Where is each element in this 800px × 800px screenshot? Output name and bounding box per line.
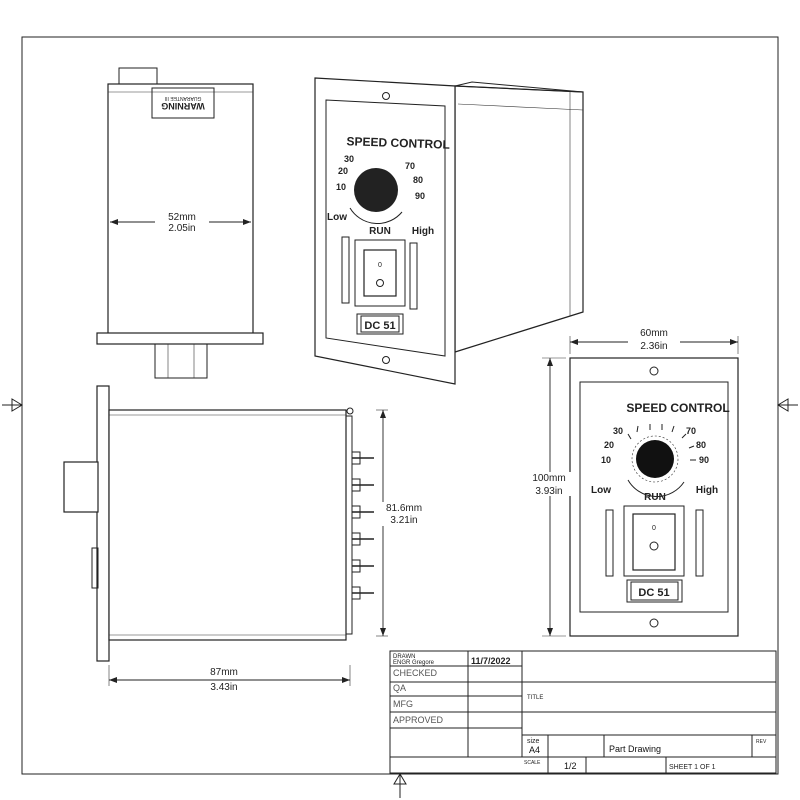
- warning-label: WARNING: [161, 101, 205, 111]
- tb-checked-label: CHECKED: [393, 668, 438, 678]
- iso-model-label: DC 51: [364, 320, 395, 332]
- iso-scale-30: 30: [344, 154, 354, 164]
- title-block: DRAWN ENGR Gregore 11/7/2022 CHECKED QA …: [389, 650, 777, 774]
- front-scale-70: 70: [686, 426, 696, 436]
- tb-part-name: Part Drawing: [609, 744, 661, 754]
- front-scale-10: 10: [601, 455, 611, 465]
- front-width-mm: 60mm: [640, 328, 668, 339]
- tb-drawn-label: DRAWN: [393, 654, 415, 660]
- tb-size-value: A4: [529, 745, 540, 755]
- left-center-marker: [2, 398, 23, 412]
- tb-sheet: SHEET 1 OF 1: [669, 764, 716, 771]
- front-dial-ticks: [627, 424, 696, 461]
- bottom-depth-in: 3.43in: [210, 682, 237, 693]
- tb-scale-value: 1/2: [564, 761, 577, 771]
- front-run-label: RUN: [644, 492, 666, 503]
- bottom-depth-mm: 87mm: [210, 667, 238, 678]
- iso-switch: [363, 249, 397, 297]
- front-height-in: 3.93in: [535, 486, 562, 497]
- side-width-in: 2.05in: [168, 223, 195, 234]
- tb-mfg-label: MFG: [393, 699, 413, 709]
- side-width-mm: 52mm: [168, 212, 196, 223]
- front-width-in: 2.36in: [640, 341, 667, 352]
- tb-date: 11/7/2022: [471, 656, 511, 666]
- terminal-pins: [351, 451, 374, 600]
- iso-low-label: Low: [327, 212, 347, 223]
- right-center-marker: [777, 398, 798, 412]
- tb-drawn-by: ENGR Gregore: [393, 660, 435, 666]
- front-scale-80: 80: [696, 440, 706, 450]
- iso-high-label: High: [412, 226, 434, 237]
- front-scale-30: 30: [613, 426, 623, 436]
- tb-rev-label: REV: [756, 739, 767, 745]
- iso-knob: [354, 168, 398, 212]
- tb-title-label: TITLE: [527, 695, 543, 701]
- warning-sticker: [151, 87, 215, 119]
- iso-scale-20: 20: [338, 166, 348, 176]
- iso-scale-70: 70: [405, 161, 415, 171]
- iso-run-label: RUN: [369, 226, 391, 237]
- bottom-height-mm: 81.6mm: [386, 503, 422, 514]
- iso-switch-mark: 0: [378, 262, 382, 269]
- front-knob: [636, 440, 674, 478]
- front-height-mm: 100mm: [532, 473, 565, 484]
- front-panel-title: SPEED CONTROL: [626, 401, 729, 415]
- tb-scale-label: SCALE: [524, 760, 541, 766]
- bottom-height-in: 3.21in: [390, 515, 417, 526]
- tb-qa-label: QA: [393, 683, 406, 693]
- iso-panel-title: SPEED CONTROL: [346, 134, 450, 152]
- iso-scale-90: 90: [415, 191, 425, 201]
- front-scale-90: 90: [699, 455, 709, 465]
- front-model-label: DC 51: [638, 587, 669, 599]
- bottom-center-marker: [393, 773, 407, 798]
- warning-sub: GUARANTEE III: [165, 95, 202, 101]
- iso-scale-10: 10: [336, 182, 346, 192]
- iso-view: SPEED CONTROL 10 20 30 70 80 90 Low RUN …: [314, 77, 584, 385]
- front-high-label: High: [696, 485, 718, 496]
- tb-size-label: size: [527, 738, 540, 745]
- front-switch-mark: 0: [652, 525, 656, 532]
- tb-approved-label: APPROVED: [393, 715, 444, 725]
- side-view: WARNING GUARANTEE III 52mm 2.05in: [96, 67, 264, 379]
- iso-scale-80: 80: [413, 175, 423, 185]
- front-low-label: Low: [591, 485, 611, 496]
- front-view: SPEED CONTROL 10 20 30 70 80 90 Low RUN …: [524, 328, 739, 637]
- bottom-view: 81.6mm 3.21in 87mm 3.43in: [63, 385, 428, 693]
- front-scale-20: 20: [604, 440, 614, 450]
